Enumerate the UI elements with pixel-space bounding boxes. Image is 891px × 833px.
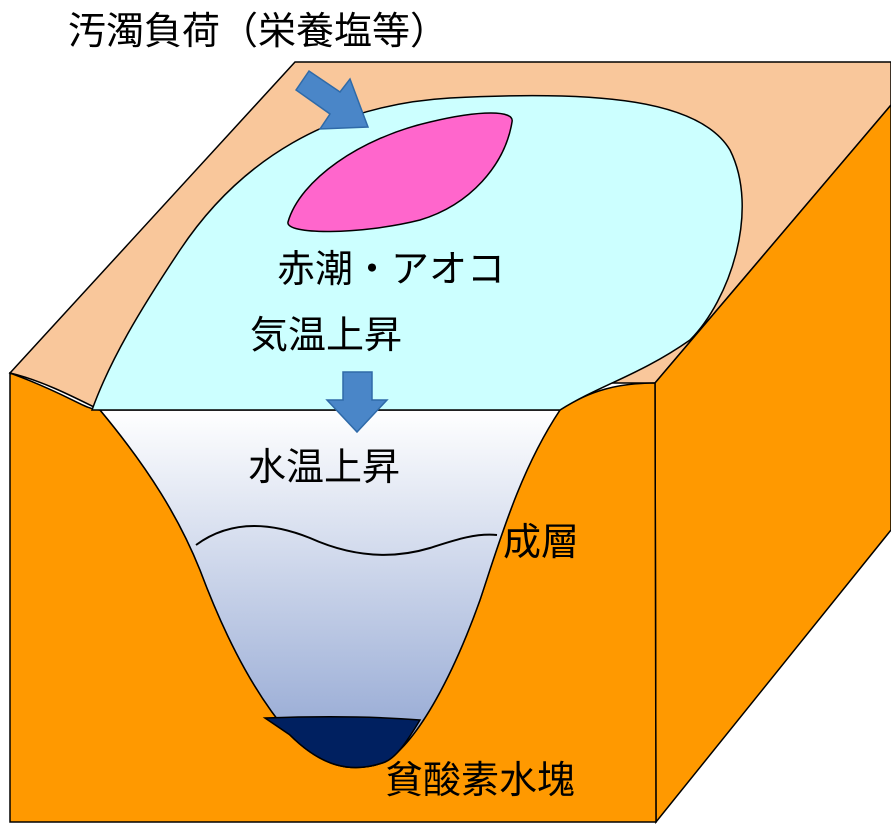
stratification-label: 成層 [503,520,579,564]
stratification-line [195,525,498,556]
air-temp-rise-label: 気温上昇 [250,313,402,357]
temperature-arrow-icon [325,371,389,434]
red-tide-label: 赤潮・アオコ [277,247,505,291]
pollution-arrow-icon [294,69,370,130]
algae-bloom [287,112,513,233]
water-surface [90,94,743,411]
water-temp-rise-label: 水温上昇 [248,445,400,489]
pollution-arrow-shape [294,69,370,130]
temperature-arrow-shape [325,371,389,434]
hypoxic-water-mass [262,715,422,769]
pollution-load-label: 汚濁負荷（栄養塩等） [68,9,448,53]
hypoxic-water-label: 貧酸素水塊 [385,758,575,802]
